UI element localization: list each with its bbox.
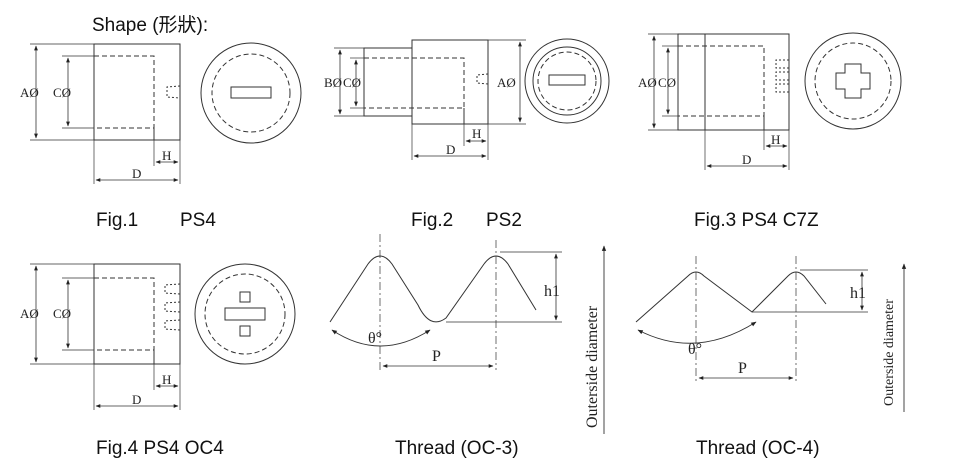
page-title: Shape (形狀):	[92, 15, 209, 36]
fig1-front-view	[200, 42, 302, 144]
fig1-a-dia-label: AØ	[20, 85, 39, 100]
fig2-caption: Fig.2	[411, 210, 454, 231]
fig1-side-view	[30, 43, 181, 184]
thread3-h1-label: h1	[544, 283, 560, 300]
fig2-d-label: D	[446, 142, 455, 157]
fig1-c-dia-label: CØ	[53, 85, 71, 100]
thread4-theta-label: θ°	[688, 341, 702, 358]
fig4-front-view	[194, 263, 296, 365]
fig1-d-label: D	[132, 166, 141, 181]
fig4-c-dia-label: CØ	[53, 306, 71, 321]
fig3-side-view	[648, 33, 790, 170]
thread-oc3-caption: Thread (OC-3)	[395, 438, 519, 459]
fig3-c-dia-label: CØ	[658, 75, 676, 90]
thread3-outside-diameter-label: Outerside diameter	[584, 305, 601, 428]
fig3-front-view	[804, 32, 902, 130]
fig1-model: PS4	[180, 210, 216, 231]
thread-oc4-caption: Thread (OC-4)	[696, 438, 820, 459]
fig2-front-view	[524, 38, 610, 124]
fig2-model: PS2	[486, 210, 522, 231]
fig2-side-view	[334, 39, 526, 160]
fig2-a-dia-label: AØ	[497, 75, 516, 90]
fig1-caption: Fig.1	[96, 210, 139, 231]
fig4-d-label: D	[132, 392, 141, 407]
thread4-p-label: P	[738, 360, 747, 377]
thread-oc3-profile	[329, 234, 607, 434]
fig4-side-view	[30, 263, 181, 410]
fig2-b-dia-label: BØ	[324, 75, 342, 90]
fig2-c-dia-label: CØ	[343, 75, 361, 90]
thread3-p-label: P	[432, 348, 441, 365]
fig3-caption: Fig.3 PS4 C7Z	[694, 210, 819, 231]
fig2-h-label: H	[472, 126, 481, 141]
fig4-h-label: H	[162, 372, 171, 387]
fig1-h-label: H	[162, 148, 171, 163]
fig4-caption: Fig.4 PS4 OC4	[96, 438, 224, 459]
fig4-a-dia-label: AØ	[20, 306, 39, 321]
thread3-theta-label: θ°	[368, 330, 382, 347]
fig3-a-dia-label: AØ	[638, 75, 657, 90]
thread-oc4-profile	[635, 256, 907, 412]
fig3-d-label: D	[742, 152, 751, 167]
thread4-outside-diameter-label: Outerside diameter	[882, 299, 897, 406]
fig3-h-label: H	[771, 132, 780, 147]
thread4-h1-label: h1	[850, 285, 866, 302]
